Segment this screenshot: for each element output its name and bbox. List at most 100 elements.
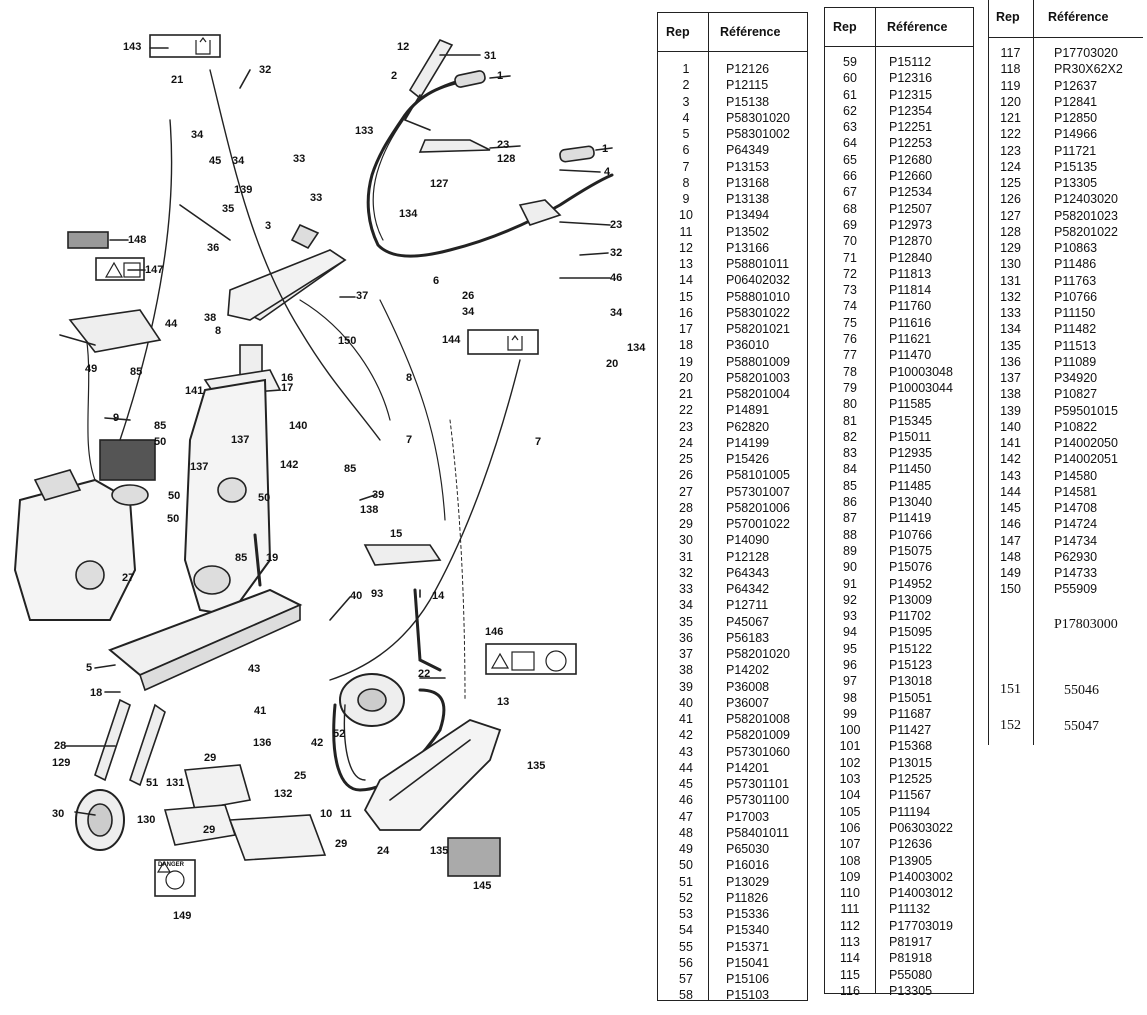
callout-label: 147 xyxy=(145,264,164,276)
reference-cell: P11427 xyxy=(889,723,932,738)
reference-cell: P58801011 xyxy=(726,257,790,271)
rep-cell: 126 xyxy=(1000,192,1021,207)
reference-cell: P58801010 xyxy=(726,289,790,304)
rep-cell: 60 xyxy=(843,71,857,86)
rep-cell: 112 xyxy=(840,918,860,933)
callout-label: 11 xyxy=(340,808,352,820)
reference-cell: P58201008 xyxy=(726,712,790,726)
reference-cell: P57301007 xyxy=(726,484,790,499)
rep-cell: 82 xyxy=(843,429,857,444)
callout-label: 27 xyxy=(122,572,135,584)
rep-cell: 130 xyxy=(1000,257,1021,272)
rep-cell: 110 xyxy=(840,886,860,901)
reference-cell: P58101005 xyxy=(726,468,790,483)
rep-cell: 85 xyxy=(843,478,857,493)
reference-cell: P12525 xyxy=(889,772,933,787)
reference-cell: P10863 xyxy=(1054,241,1098,255)
rep-cell: 14 xyxy=(679,273,693,288)
table-header: Rep Référence xyxy=(658,13,807,52)
rep-cell: 124 xyxy=(1000,159,1021,174)
rep-cell: 113 xyxy=(840,935,860,950)
rep-cell: 116 xyxy=(840,983,860,998)
callout-label: 22 xyxy=(418,668,431,680)
rep-cell: 142 xyxy=(1000,452,1021,467)
reference-cell: P11567 xyxy=(889,788,932,803)
rep-cell: 149 xyxy=(1000,566,1021,580)
rep-cell: 125 xyxy=(1000,176,1021,190)
rep-cell: 141 xyxy=(1000,436,1021,450)
rep-cell: 29 xyxy=(679,517,693,531)
callout-label: 37 xyxy=(356,290,369,302)
rep-cell: 47 xyxy=(679,809,693,824)
callout-label: 140 xyxy=(289,420,308,432)
callout-label: 129 xyxy=(52,757,71,769)
callout-label: 138 xyxy=(360,504,379,516)
rep-cell: 64 xyxy=(843,136,857,151)
reference-cell: P16016 xyxy=(726,858,770,873)
callout-label: 137 xyxy=(231,434,250,446)
reference-cell: P06303022 xyxy=(889,820,953,835)
callout-label: 52 xyxy=(333,728,346,740)
rep-cell: 114 xyxy=(840,951,860,966)
reference-cell: P13494 xyxy=(726,208,770,223)
rep-cell: 65 xyxy=(843,152,857,167)
rep-cell: 107 xyxy=(839,837,861,852)
reference-cell: P14966 xyxy=(1054,127,1098,142)
handwritten-rep: 151 xyxy=(1000,682,1021,697)
callout-label: 12 xyxy=(397,41,410,53)
reference-cell: P17703020 xyxy=(1054,46,1118,60)
reference-cell: P15336 xyxy=(726,907,770,921)
callout-label: 85 xyxy=(235,552,248,564)
rep-cell: 79 xyxy=(843,380,857,395)
reference-cell: P58801009 xyxy=(726,354,790,369)
rep-cell: 31 xyxy=(679,549,693,564)
reference-cell: P15345 xyxy=(889,413,933,428)
rep-cell: 99 xyxy=(843,706,857,721)
rep-cell: 59 xyxy=(843,55,857,69)
reference-cell: P12935 xyxy=(889,446,933,461)
reference-cell: P58201009 xyxy=(726,728,790,743)
rep-cell: 72 xyxy=(843,266,857,281)
callout-label: 132 xyxy=(274,788,293,800)
callout-label: 29 xyxy=(335,838,348,850)
reference-cell: P81918 xyxy=(889,951,933,966)
rep-cell: 5 xyxy=(682,127,690,141)
rep-cell: 62 xyxy=(843,103,857,118)
rep-cell: 120 xyxy=(1000,94,1021,109)
reference-cell: P58201021 xyxy=(726,322,790,336)
reference-cell: P58201004 xyxy=(726,387,790,401)
reference-cell: P11132 xyxy=(889,902,931,917)
reference-cell: P15095 xyxy=(889,625,933,640)
callout-label: 127 xyxy=(430,178,449,190)
rep-cell: 109 xyxy=(839,869,861,884)
callout-label: 36 xyxy=(207,242,220,254)
callout-label: 14 xyxy=(432,590,445,602)
rep-cell: 88 xyxy=(843,527,857,542)
rep-cell: 54 xyxy=(679,923,693,938)
